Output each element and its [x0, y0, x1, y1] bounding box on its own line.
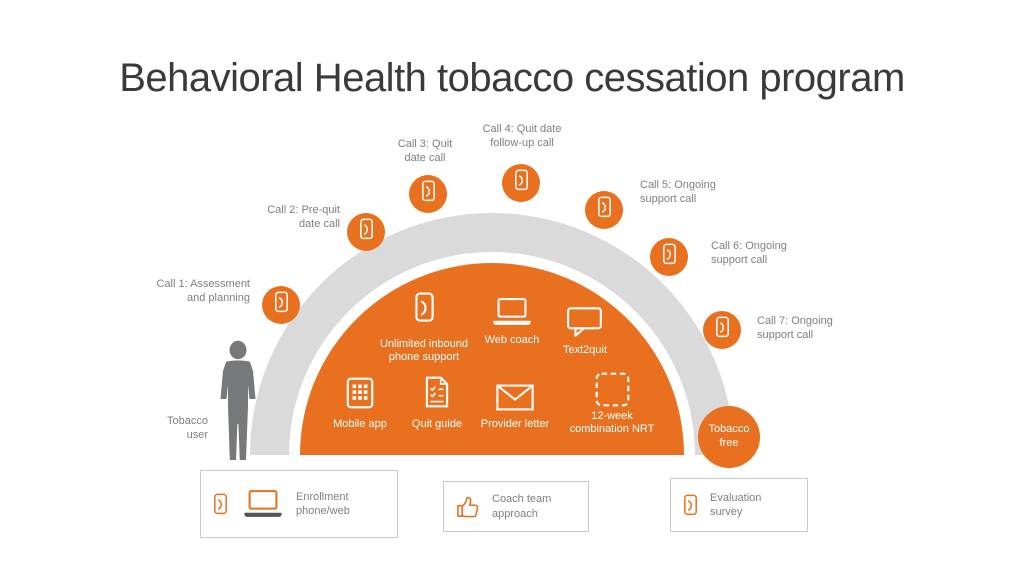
speech-bubble-icon	[566, 305, 604, 339]
phone-icon	[595, 195, 614, 225]
enrollment-label: Enrollment phone/web	[296, 490, 350, 517]
thumbs-up-icon	[454, 493, 482, 521]
call-6-marker	[650, 238, 688, 276]
call-2-marker	[347, 213, 385, 251]
phone-icon	[512, 168, 531, 198]
call-7-marker	[703, 311, 741, 349]
nrt-label: 12-week combination NRT	[569, 410, 655, 436]
tobacco-free-badge: Tobacco free	[698, 406, 760, 468]
phone-icon	[419, 179, 438, 209]
call-5-label: Call 5: Ongoing support call	[640, 179, 716, 206]
enrollment-box: Enrollment phone/web	[200, 470, 398, 538]
tobacco-user-label: Tobacco user	[167, 415, 208, 442]
phone-icon	[660, 242, 679, 272]
dashed-box-icon	[594, 371, 631, 408]
laptop-icon	[239, 488, 287, 521]
phone-icon	[681, 493, 700, 518]
web-coach-label: Web coach	[484, 334, 540, 346]
page-title: Behavioral Health tobacco cessation prog…	[119, 56, 905, 100]
tobacco-free-label: Tobacco free	[708, 423, 750, 449]
app-grid-icon	[342, 375, 378, 411]
phone-icon	[713, 315, 732, 345]
mobile-app-label: Mobile app	[333, 418, 387, 430]
provider-letter-label: Provider letter	[480, 418, 550, 430]
phone-icon	[272, 290, 291, 320]
call-7-label: Call 7: Ongoing support call	[757, 315, 833, 342]
text2quit-label: Text2quit	[562, 344, 608, 356]
envelope-icon	[494, 382, 536, 412]
evaluation-label: Evaluation survey	[710, 491, 762, 518]
call-4-marker	[502, 164, 540, 202]
checklist-icon	[419, 374, 455, 410]
call-1-marker	[262, 286, 300, 324]
call-1-label: Call 1: Assessment and planning	[156, 278, 250, 305]
call-3-marker	[409, 175, 447, 213]
phone-icon	[404, 288, 444, 328]
call-4-label: Call 4: Quit date follow-up call	[482, 123, 562, 150]
coach-team-box: Coach team approach	[443, 481, 589, 532]
call-6-label: Call 6: Ongoing support call	[711, 240, 787, 267]
call-5-marker	[585, 191, 623, 229]
person-silhouette-icon	[212, 340, 262, 462]
coach-team-label: Coach team approach	[492, 493, 552, 520]
phone-icon	[357, 217, 376, 247]
quit-guide-label: Quit guide	[411, 418, 463, 430]
phone-icon	[211, 492, 230, 517]
laptop-icon	[488, 296, 536, 328]
call-3-label: Call 3: Quit date call	[397, 138, 453, 165]
call-2-label: Call 2: Pre-quit date call	[267, 204, 340, 231]
evaluation-box: Evaluation survey	[670, 478, 808, 532]
inbound-phone-support-label: Unlimited inbound phone support	[379, 338, 469, 364]
